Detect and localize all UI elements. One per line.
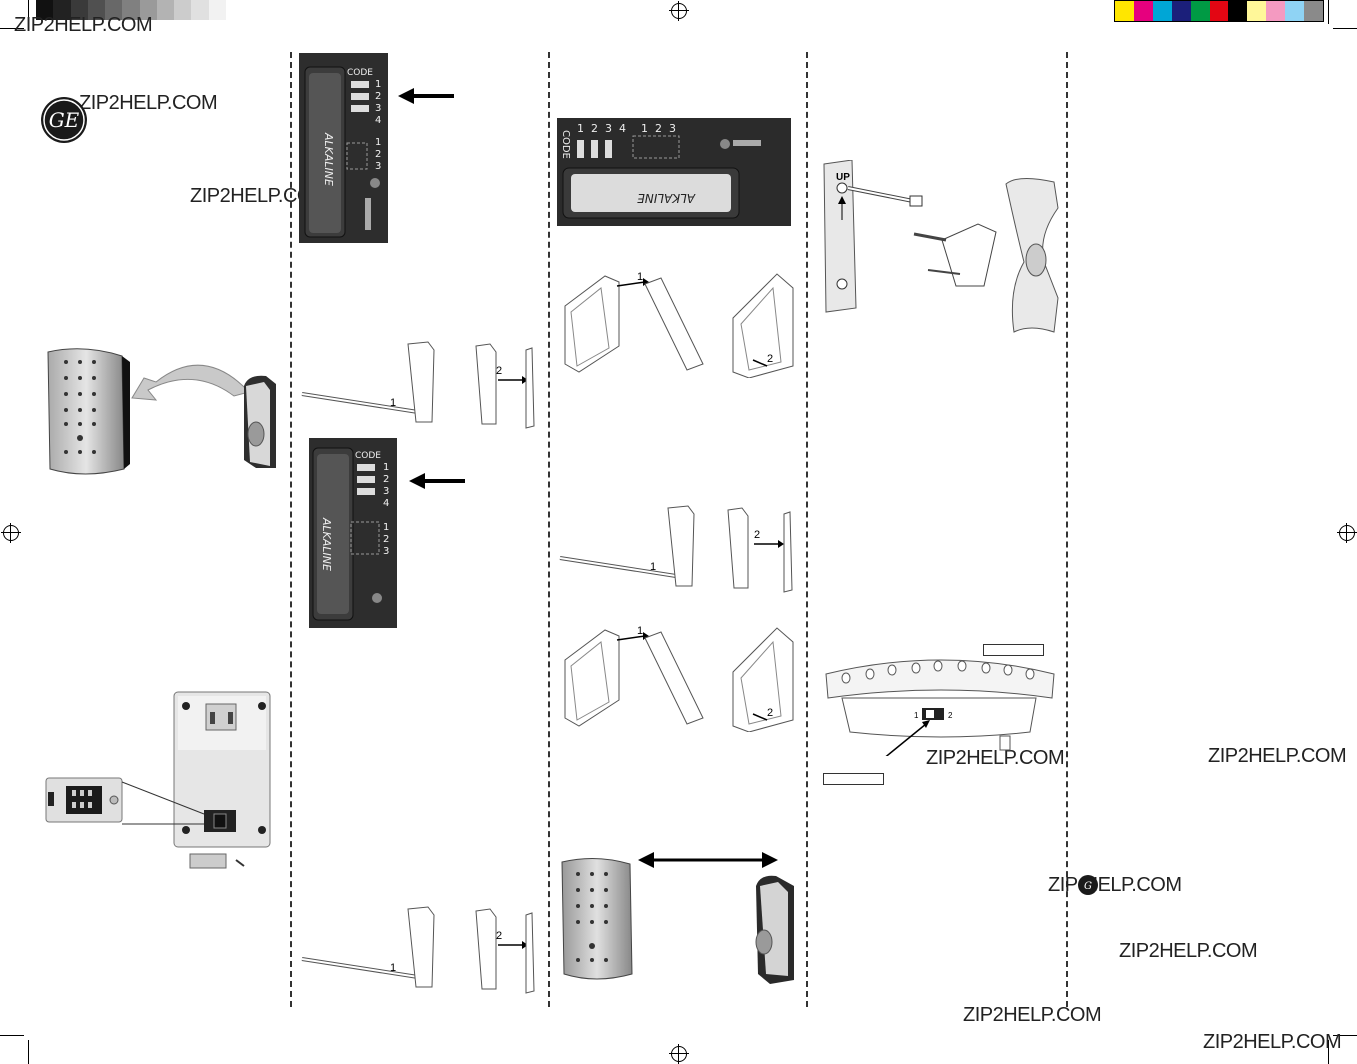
svg-text:4: 4 bbox=[383, 498, 389, 509]
column-divider bbox=[290, 52, 292, 1007]
svg-text:1: 1 bbox=[577, 122, 584, 135]
power-adapter-illustration bbox=[40, 690, 280, 870]
callout-label-box bbox=[823, 773, 884, 785]
crop-mark bbox=[1333, 28, 1357, 29]
svg-text:2: 2 bbox=[496, 930, 502, 942]
grayscale-bar bbox=[36, 0, 226, 20]
svg-text:2: 2 bbox=[496, 365, 502, 377]
svg-text:2: 2 bbox=[767, 353, 773, 365]
svg-text:3: 3 bbox=[383, 486, 389, 497]
svg-text:1: 1 bbox=[650, 561, 656, 573]
svg-text:UP: UP bbox=[836, 172, 850, 183]
crop-mark bbox=[28, 1040, 29, 1064]
crop-mark bbox=[28, 0, 29, 24]
registration-mark-icon bbox=[669, 1044, 689, 1064]
ge-small-logo-icon: G bbox=[1077, 874, 1099, 896]
crop-mark bbox=[1328, 0, 1329, 24]
svg-text:4: 4 bbox=[619, 122, 626, 135]
range-test-illustration bbox=[560, 846, 800, 986]
column-divider bbox=[806, 52, 808, 1007]
svg-text:2: 2 bbox=[754, 529, 760, 541]
svg-text:CODE: CODE bbox=[355, 451, 381, 461]
svg-text:1: 1 bbox=[383, 462, 389, 473]
ge-logo-icon: GE bbox=[40, 96, 88, 144]
chime-cover-removal-illustration: 1 2 bbox=[557, 268, 797, 379]
chime-cover-replace-illustration: 1 2 bbox=[557, 622, 797, 733]
crop-mark bbox=[0, 28, 24, 29]
svg-text:2: 2 bbox=[655, 122, 662, 135]
indicator-arrow-icon bbox=[409, 473, 467, 489]
watermark: ZIP2HELP.COM bbox=[79, 92, 218, 114]
watermark: ZIP2HELP.COM bbox=[190, 185, 329, 207]
svg-text:3: 3 bbox=[669, 122, 676, 135]
svg-text:1: 1 bbox=[637, 271, 643, 283]
svg-text:G: G bbox=[1084, 881, 1092, 892]
color-calibration-bar bbox=[1114, 0, 1324, 22]
svg-text:3: 3 bbox=[375, 161, 381, 172]
svg-text:1: 1 bbox=[390, 397, 396, 409]
crop-mark bbox=[1328, 1040, 1329, 1064]
svg-text:3: 3 bbox=[375, 103, 381, 114]
svg-text:1: 1 bbox=[914, 711, 919, 720]
watermark-prefix: ZIP bbox=[1048, 874, 1078, 896]
svg-text:CODE: CODE bbox=[560, 130, 571, 159]
svg-text:2: 2 bbox=[948, 711, 953, 720]
column-divider bbox=[548, 52, 550, 1007]
crop-mark bbox=[1333, 1035, 1357, 1036]
svg-text:2: 2 bbox=[383, 534, 389, 545]
watermark: ZIP2HELP.COM bbox=[1208, 745, 1347, 767]
svg-text:1: 1 bbox=[375, 137, 381, 148]
svg-text:2: 2 bbox=[375, 149, 381, 160]
svg-text:3: 3 bbox=[605, 122, 612, 135]
watermark-suffix: HELP.COM bbox=[1083, 874, 1182, 896]
svg-text:2: 2 bbox=[383, 474, 389, 485]
watermark: ZIP2HELP.COM bbox=[14, 14, 153, 36]
svg-text:1: 1 bbox=[383, 522, 389, 533]
indicator-arrow-icon bbox=[398, 88, 456, 104]
remove-cover-illustration: 1 2 bbox=[300, 338, 540, 430]
chime-unit-illustration bbox=[44, 344, 284, 479]
svg-text:3: 3 bbox=[383, 546, 389, 557]
registration-mark-icon bbox=[1, 523, 21, 543]
chime-switch-illustration: 1 2 bbox=[822, 652, 1062, 769]
svg-text:ALKALINE: ALKALINE bbox=[322, 132, 335, 186]
svg-text:2: 2 bbox=[375, 91, 381, 102]
svg-text:4: 4 bbox=[375, 115, 381, 126]
remove-cover-illustration-2: 1 2 bbox=[300, 903, 540, 995]
column-divider bbox=[1066, 52, 1068, 1007]
watermark: ZIP2HELP.COM bbox=[1119, 940, 1258, 962]
svg-text:2: 2 bbox=[767, 707, 773, 719]
svg-text:1: 1 bbox=[390, 962, 396, 974]
ge-logo-text: GE bbox=[49, 108, 80, 132]
svg-text:1: 1 bbox=[637, 625, 643, 637]
callout-label-box bbox=[983, 644, 1044, 656]
watermark: ZIP2HELP.COM bbox=[1203, 1031, 1342, 1053]
svg-text:1: 1 bbox=[641, 122, 648, 135]
svg-text:2: 2 bbox=[591, 122, 598, 135]
watermark: ZIP2HELP.COM bbox=[926, 747, 1065, 769]
svg-text:ALKALINE: ALKALINE bbox=[320, 517, 333, 571]
svg-text:ALKALINE: ALKALINE bbox=[637, 191, 696, 205]
mounting-illustration: UP bbox=[818, 159, 1063, 338]
svg-text:CODE: CODE bbox=[347, 68, 373, 78]
watermark: ZIP2HELP.COM bbox=[963, 1004, 1102, 1026]
registration-mark-icon bbox=[669, 1, 689, 21]
crop-mark bbox=[0, 1035, 24, 1036]
pushbutton-cover-illustration: 1 2 bbox=[558, 502, 798, 594]
registration-mark-icon bbox=[1337, 523, 1357, 543]
svg-text:1: 1 bbox=[375, 79, 381, 90]
